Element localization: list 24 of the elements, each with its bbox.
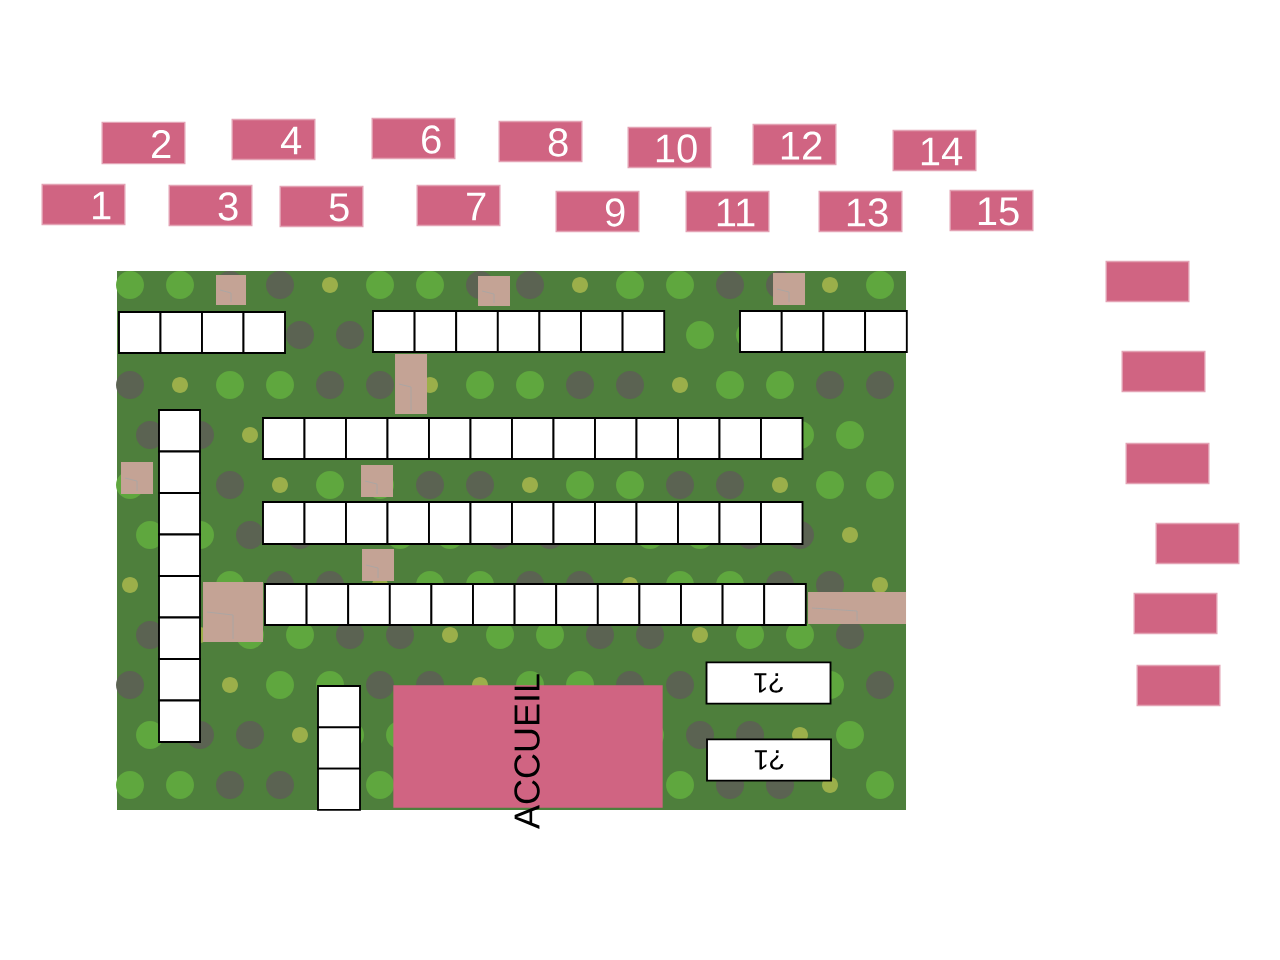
number-box: 7 <box>416 184 501 227</box>
number-box: 8 <box>498 120 583 163</box>
number-box: 11 <box>685 190 770 233</box>
number-box: 5 <box>279 185 364 228</box>
sign-box: ?1 <box>706 738 832 782</box>
number-box <box>1121 350 1206 393</box>
number-box: 6 <box>371 117 456 160</box>
sign-box: ?1 <box>705 661 832 705</box>
number-box: 15 <box>949 189 1034 232</box>
number-box: 4 <box>231 118 316 161</box>
number-box: 14 <box>892 129 977 172</box>
number-box <box>1125 442 1210 485</box>
number-box: 10 <box>627 126 712 169</box>
reception-area: ACCUEIL <box>393 674 663 829</box>
number-box: 1 <box>41 183 126 226</box>
number-box <box>1133 592 1218 635</box>
number-box: 9 <box>555 190 640 233</box>
number-box: 2 <box>101 121 186 165</box>
number-box <box>1105 260 1190 303</box>
number-box <box>1155 522 1240 565</box>
number-box: 12 <box>752 123 837 166</box>
number-box <box>1136 664 1221 707</box>
number-box: 3 <box>168 184 253 227</box>
number-box: 13 <box>818 190 903 233</box>
